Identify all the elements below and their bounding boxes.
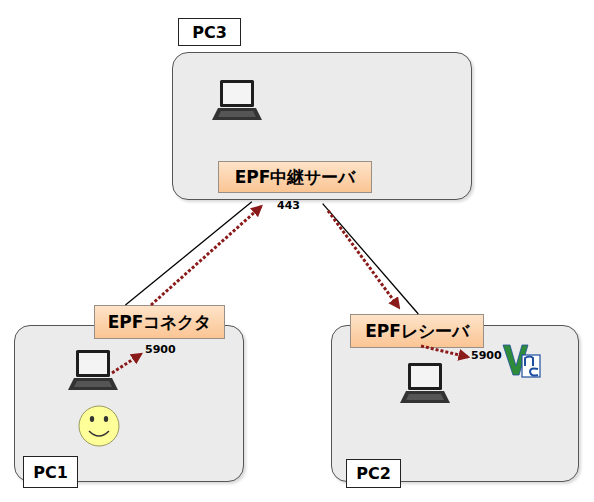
computer-box: PC3EPF中継サーバ bbox=[172, 52, 472, 200]
user-smiley bbox=[79, 406, 119, 446]
laptop-icon bbox=[400, 363, 450, 403]
network-link bbox=[323, 204, 419, 314]
component-name: EPFレシーバ bbox=[365, 320, 469, 343]
software-tag: EPFレシーバ bbox=[350, 314, 484, 348]
port-arrow bbox=[421, 346, 468, 357]
component-name: EPFコネクタ bbox=[108, 311, 212, 334]
port-number: 5900 bbox=[145, 343, 176, 356]
software-tag: EPF中継サーバ bbox=[218, 161, 372, 193]
computer-box: PC1EPFコネクタ bbox=[14, 325, 244, 482]
software-tag: EPFコネクタ bbox=[94, 305, 225, 339]
vnc-logo bbox=[503, 345, 540, 377]
network-link bbox=[125, 202, 251, 305]
pc-label: PC2 bbox=[346, 459, 401, 488]
data-flow-arrow bbox=[328, 211, 399, 308]
port-arrow bbox=[112, 354, 141, 373]
pc-label: PC1 bbox=[23, 456, 78, 488]
computer-box: PC2EPFレシーバ bbox=[331, 325, 579, 482]
port-number: 5900 bbox=[471, 349, 502, 362]
component-name: EPF中継サーバ bbox=[235, 166, 356, 189]
data-flow-arrow bbox=[151, 206, 261, 305]
laptop-icon bbox=[212, 80, 262, 120]
laptop-icon bbox=[68, 350, 118, 390]
port-number: 443 bbox=[277, 199, 300, 212]
pc-label: PC3 bbox=[178, 18, 241, 46]
